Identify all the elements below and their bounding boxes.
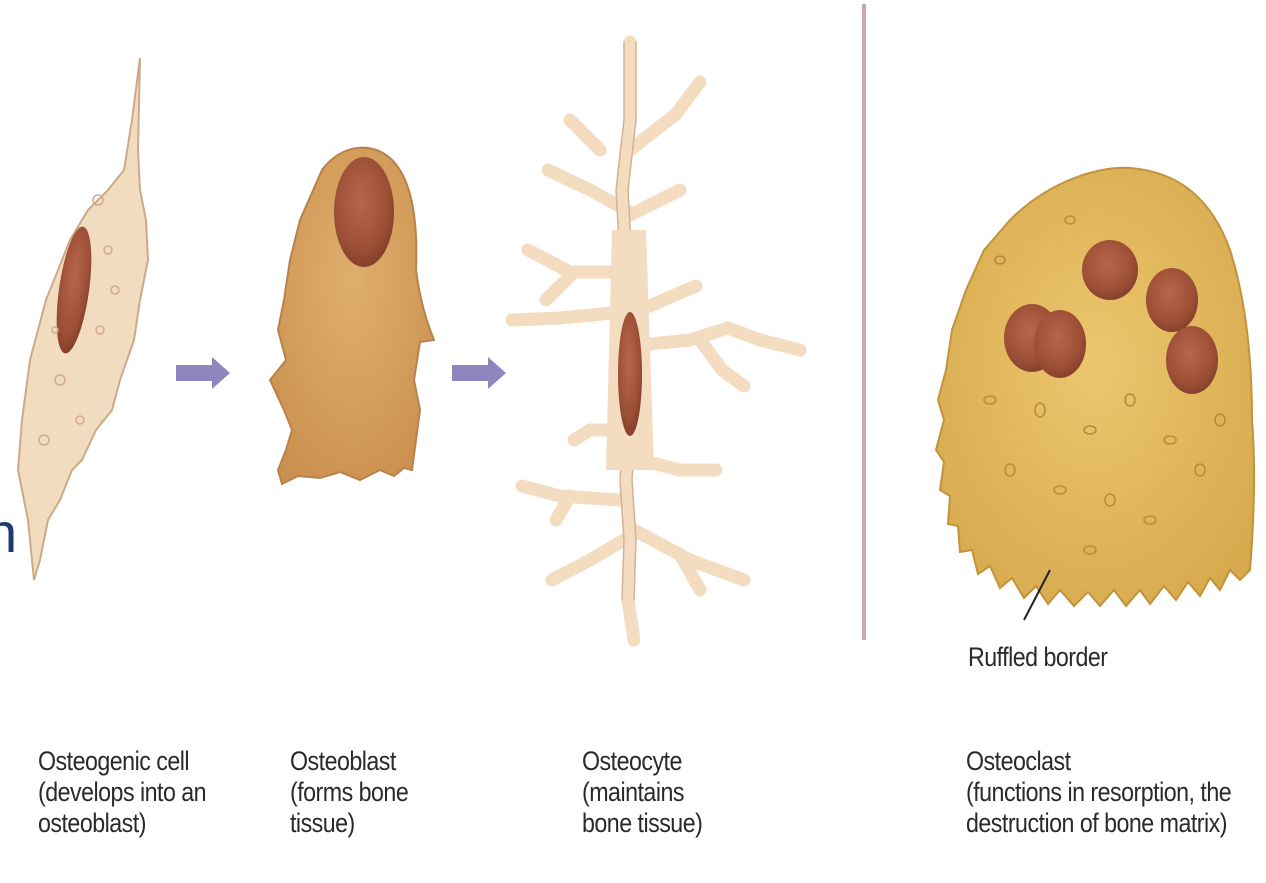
osteocyte-nucleus xyxy=(618,312,642,436)
ruffled-border-label: Ruffled border xyxy=(968,642,1108,673)
osteocyte-caption: Osteocyte (maintains bone tissue) xyxy=(582,746,702,839)
osteoblast-caption-line-2: (forms bone xyxy=(290,777,408,808)
osteoblast-caption-line-1: Osteoblast xyxy=(290,746,408,777)
osteocyte-cell xyxy=(512,42,800,640)
osteoclast-cell xyxy=(936,168,1254,620)
osteocyte-caption-line-2: (maintains xyxy=(582,777,702,808)
osteoblast-cell xyxy=(270,148,434,484)
osteogenic-cell xyxy=(18,58,148,580)
arrow-1 xyxy=(176,357,230,389)
osteoclast-caption: Osteoclast (functions in resorption, the… xyxy=(966,746,1231,839)
osteoclast-caption-line-3: destruction of bone matrix) xyxy=(966,808,1231,839)
osteoblast-caption: Osteoblast (forms bone tissue) xyxy=(290,746,408,839)
osteogenic-caption-line-3: osteoblast) xyxy=(38,808,206,839)
osteogenic-caption-line-2: (develops into an xyxy=(38,777,206,808)
edge-text-fragment: n xyxy=(0,505,17,561)
arrow-2 xyxy=(452,357,506,389)
osteoclast-caption-line-1: Osteoclast xyxy=(966,746,1231,777)
osteogenic-caption-line-1: Osteogenic cell xyxy=(38,746,206,777)
osteoblast-caption-line-3: tissue) xyxy=(290,808,408,839)
osteocyte-caption-line-1: Osteocyte xyxy=(582,746,702,777)
osteocyte-caption-line-3: bone tissue) xyxy=(582,808,702,839)
osteoblast-nucleus xyxy=(334,157,394,267)
osteogenic-caption: Osteogenic cell (develops into an osteob… xyxy=(38,746,206,839)
osteoclast-caption-line-2: (functions in resorption, the xyxy=(966,777,1231,808)
